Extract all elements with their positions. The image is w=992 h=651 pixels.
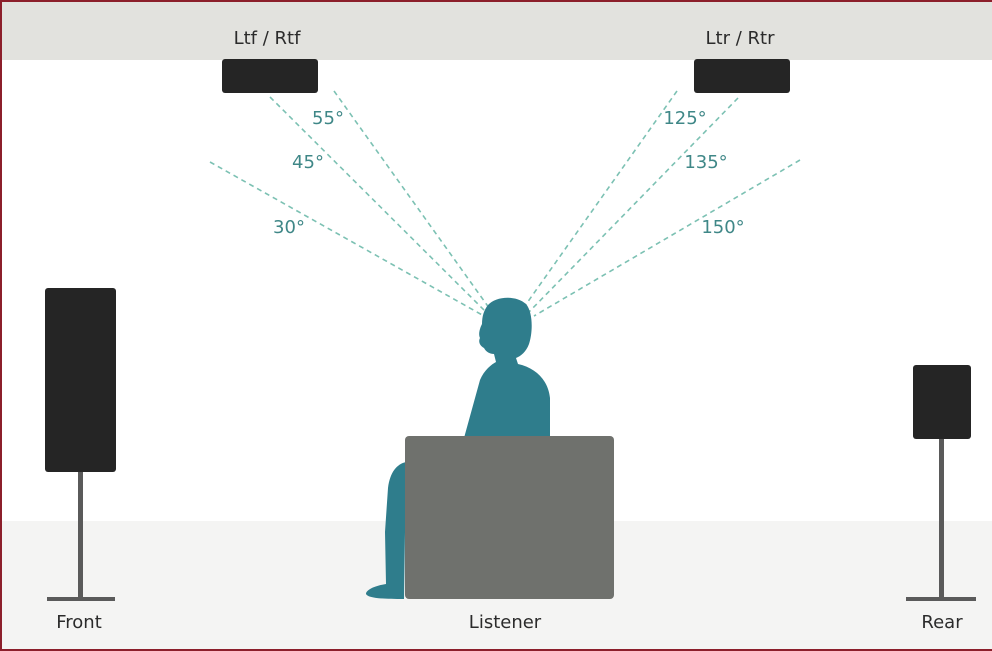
top-front-speaker-label: Ltf / Rtf: [233, 28, 301, 49]
listener-seat: [405, 436, 614, 599]
angle-guide-lines: [209, 90, 801, 317]
front-speaker-label: Front: [56, 612, 102, 633]
angle-label-125: 125°: [663, 108, 707, 129]
listener-silhouette: [366, 297, 550, 599]
guide-line-135: [527, 97, 739, 314]
rear-speaker-stand-base: [906, 597, 976, 601]
rear-speaker-stand-pole: [939, 438, 944, 599]
guide-line-45: [269, 96, 489, 315]
guide-line-30: [209, 161, 485, 317]
top-rear-speaker: [694, 59, 790, 93]
top-front-speaker: [222, 59, 318, 93]
angle-label-55: 55°: [312, 108, 344, 129]
guide-line-125: [521, 90, 678, 311]
angle-label-150: 150°: [701, 217, 745, 238]
rear-speaker: [906, 365, 976, 601]
angle-label-135: 135°: [684, 152, 728, 173]
front-speaker-stand-base: [47, 597, 115, 601]
front-speaker-cabinet: [45, 288, 116, 472]
listener-label: Listener: [468, 612, 542, 633]
guide-line-55: [333, 90, 493, 313]
rear-speaker-label: Rear: [921, 612, 963, 633]
ceiling: [2, 2, 992, 60]
front-speaker: [45, 288, 116, 601]
top-rear-speaker-label: Ltr / Rtr: [705, 28, 775, 49]
angle-label-45: 45°: [292, 152, 324, 173]
front-speaker-stand-pole: [78, 471, 83, 598]
rear-speaker-cabinet: [913, 365, 971, 439]
angle-label-30: 30°: [273, 217, 305, 238]
guide-line-150: [533, 159, 801, 317]
